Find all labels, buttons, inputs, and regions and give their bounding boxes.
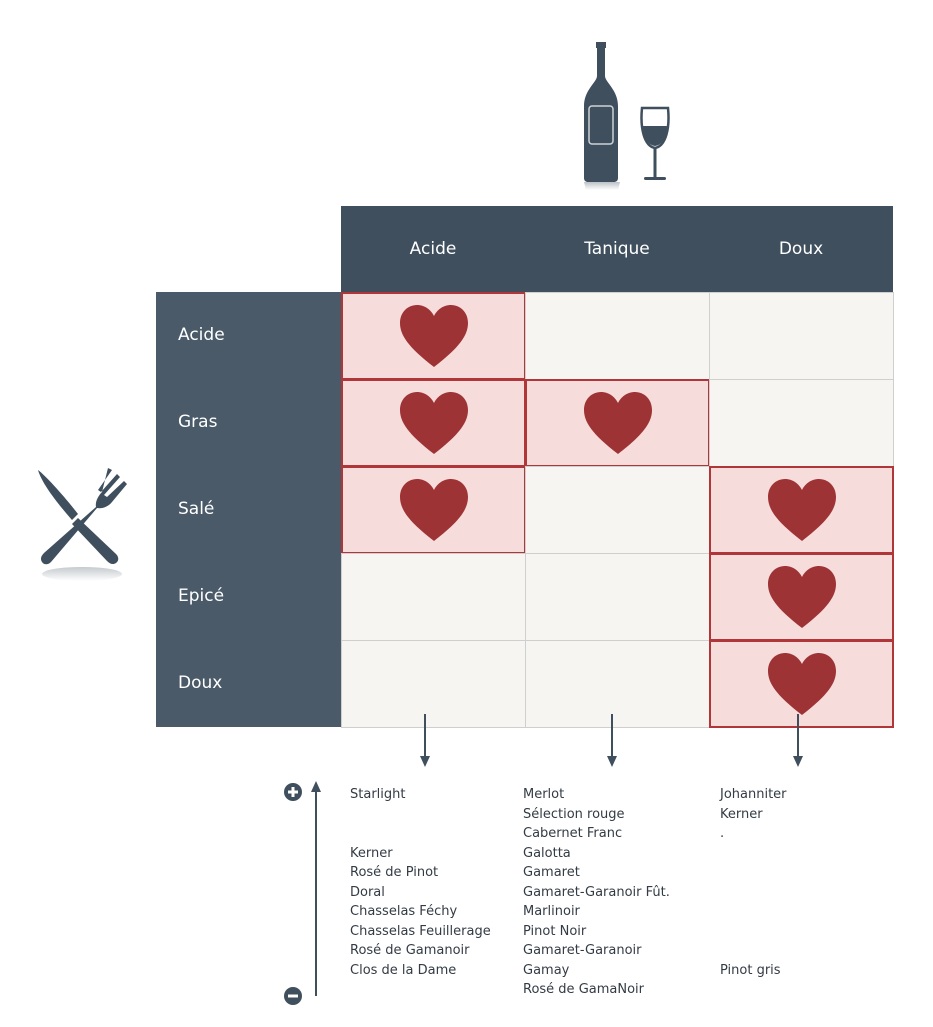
- heart-icon: [399, 479, 468, 541]
- wine-item: Gamaret-Garanoir Fût.: [523, 884, 670, 900]
- intensity-scale: [284, 781, 321, 1005]
- wine-item: [720, 863, 787, 883]
- wine-item: Pinot gris: [720, 962, 781, 978]
- row-header-band: Acide Gras Salé Epicé Doux: [156, 292, 341, 727]
- wine-item: [720, 844, 787, 864]
- wine-item: Merlot: [523, 787, 565, 802]
- wine-item: Clos de la Dame: [350, 962, 457, 978]
- wine-item: [720, 902, 787, 922]
- wine-glass-icon: [640, 106, 670, 180]
- cell-doux-acide: [341, 640, 526, 728]
- knife-fork-icon: [38, 468, 127, 581]
- wine-item: Rosé de Gamanoir: [350, 943, 470, 958]
- heart-icon: [399, 305, 468, 367]
- cell-sale-doux: [709, 466, 894, 554]
- arrow-down-icon: [420, 714, 430, 767]
- wine-item: [720, 883, 787, 903]
- wine-item: Cabernet Franc: [523, 826, 623, 841]
- cell-doux-tanique: [525, 640, 710, 728]
- wine-item: [350, 805, 491, 825]
- cell-gras-doux: [709, 379, 894, 467]
- wine-item: [720, 922, 787, 942]
- wine-item: Kerner: [720, 806, 763, 822]
- minus-icon: [284, 987, 302, 1005]
- row-header-sale: Salé: [178, 499, 215, 519]
- wine-item: Gamaret-Garanoir: [523, 943, 642, 958]
- wine-item: Rosé de Pinot: [350, 865, 439, 880]
- wine-item: Starlight: [350, 787, 406, 802]
- wine-item: Chasselas Féchy: [350, 904, 458, 919]
- cell-sale-tanique: [525, 466, 710, 554]
- arrow-down-icon: [607, 714, 617, 767]
- wine-item: Rosé de GamaNoir: [523, 982, 644, 997]
- wine-item: [720, 980, 787, 1000]
- heart-icon: [767, 479, 836, 541]
- row-header-epice: Epicé: [178, 586, 225, 606]
- cell-acide-tanique: [525, 292, 710, 380]
- heart-icon: [767, 566, 836, 628]
- wine-item: [720, 941, 787, 961]
- wine-item: .: [720, 826, 725, 841]
- row-header-gras: Gras: [178, 412, 218, 432]
- cell-epice-doux: [709, 553, 894, 641]
- column-header-band: Acide Tanique Doux: [341, 206, 893, 292]
- column-header-tanique: Tanique: [584, 239, 650, 259]
- row-header-acide: Acide: [178, 325, 225, 345]
- cell-sale-acide: [341, 466, 526, 554]
- heart-icon: [583, 392, 652, 454]
- cell-acide-acide: [341, 292, 526, 380]
- column-header-acide: Acide: [409, 239, 457, 259]
- cell-gras-acide: [341, 379, 526, 467]
- wine-item: Doral: [350, 884, 385, 900]
- cell-doux-doux: [709, 640, 894, 728]
- column-header-doux: Doux: [778, 239, 824, 259]
- heart-icon: [399, 392, 468, 454]
- wine-item: [350, 980, 491, 1000]
- wine-item: [350, 824, 491, 844]
- arrow-down-icon: [793, 714, 803, 767]
- cell-acide-doux: [709, 292, 894, 380]
- heart-icon: [767, 653, 836, 715]
- plus-icon: [284, 783, 302, 801]
- wine-item: Gamay: [523, 962, 570, 978]
- wine-item: Galotta: [523, 845, 571, 861]
- row-header-doux: Doux: [178, 673, 223, 693]
- wine-item: Gamaret: [523, 865, 580, 880]
- wine-item: Kerner: [350, 845, 393, 861]
- wine-item: Pinot Noir: [523, 923, 587, 939]
- wine-item: Sélection rouge: [523, 806, 625, 822]
- wine-item: Marlinoir: [523, 904, 580, 919]
- cell-gras-tanique: [525, 379, 710, 467]
- wine-item: Chasselas Feuillerage: [350, 923, 491, 939]
- wine-bottle-icon: [584, 42, 670, 190]
- wine-item: Johanniter: [720, 787, 787, 802]
- cell-epice-acide: [341, 553, 526, 641]
- cell-epice-tanique: [525, 553, 710, 641]
